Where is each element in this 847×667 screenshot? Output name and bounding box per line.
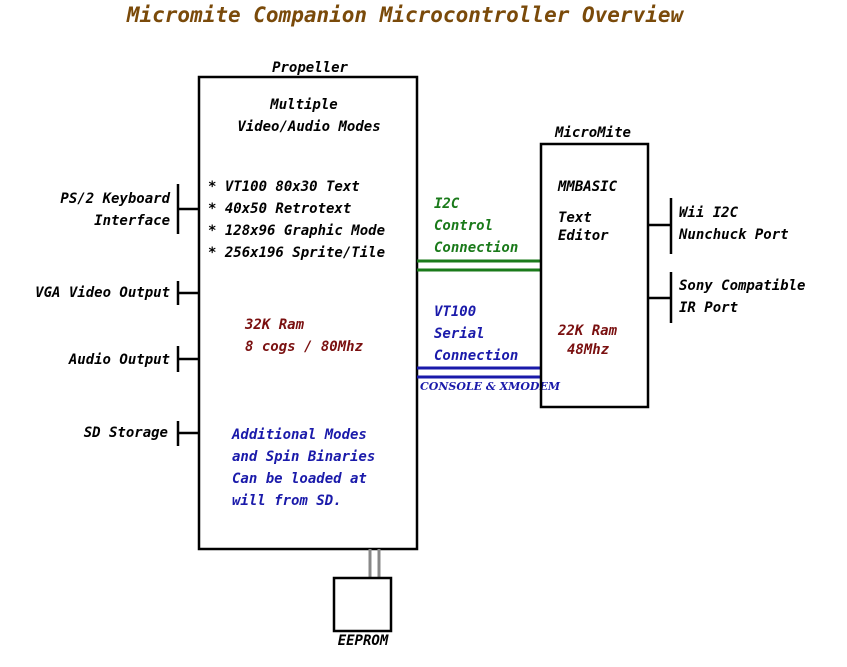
ir-port-connector xyxy=(648,272,673,323)
ps2-port-label: Interface xyxy=(94,213,170,229)
propeller-note: Additional Modes xyxy=(231,427,367,443)
micromite-editor: Editor xyxy=(558,228,609,244)
propeller-mode-item: * 128x96 Graphic Mode xyxy=(208,223,385,239)
propeller-block xyxy=(197,75,419,551)
wii-port-label: Wii I2C xyxy=(679,205,739,221)
propeller-mode-item: * 256x196 Sprite/Tile xyxy=(208,245,385,261)
ps2-port-label: PS/2 Keyboard xyxy=(60,191,170,207)
propeller-modes-heading: Video/Audio Modes xyxy=(237,119,380,135)
ir-port-label: IR Port xyxy=(679,300,738,316)
micromite-label: MicroMite xyxy=(554,125,631,141)
micromite-spec: 22K Ram xyxy=(557,323,618,339)
serial-connection-label: VT100 xyxy=(434,304,476,320)
i2c-connection-lines xyxy=(417,259,541,272)
propeller-mode-item: * 40x50 Retrotext xyxy=(208,201,351,217)
wii-port-label: Nunchuck Port xyxy=(678,227,789,243)
sd-port-connector xyxy=(176,421,199,446)
serial-connection-label: Serial xyxy=(434,326,485,342)
serial-connection-label: Connection xyxy=(434,348,518,364)
propeller-note: and Spin Binaries xyxy=(232,449,375,465)
eeprom-label: EEPROM xyxy=(338,633,389,649)
serial-connection-note: CONSOLE & XMODEM xyxy=(420,380,561,393)
ir-port-label: Sony Compatible xyxy=(679,278,805,294)
micromite-basic: MMBASIC xyxy=(557,179,618,195)
i2c-connection-label: Control xyxy=(434,218,493,234)
eeprom-block xyxy=(332,576,393,633)
propeller-note: Can be loaded at xyxy=(232,471,367,487)
micromite-editor: Text xyxy=(558,210,592,226)
propeller-spec: 8 cogs / 80Mhz xyxy=(245,339,364,355)
micromite-spec: 48Mhz xyxy=(567,342,610,358)
propeller-label: Propeller xyxy=(272,60,348,76)
serial-connection-lines xyxy=(417,366,541,379)
vga-port-label: VGA Video Output xyxy=(35,285,170,301)
i2c-connection-label: Connection xyxy=(434,240,518,256)
propeller-spec: 32K Ram xyxy=(244,317,305,333)
audio-port-connector xyxy=(176,346,199,372)
propeller-note: will from SD. xyxy=(232,493,342,509)
audio-port-label: Audio Output xyxy=(68,352,170,368)
ps2-port-connector xyxy=(176,184,199,234)
eeprom-connection-lines xyxy=(368,549,381,578)
micromite-block xyxy=(539,142,650,409)
wii-port-connector xyxy=(648,198,673,254)
i2c-connection-label: I2C xyxy=(434,196,460,212)
vga-port-connector xyxy=(176,281,199,305)
sd-port-label: SD Storage xyxy=(84,425,168,441)
diagram-title: Micromite Companion Microcontroller Over… xyxy=(126,3,685,27)
propeller-mode-item: * VT100 80x30 Text xyxy=(208,179,360,195)
propeller-modes-heading: Multiple xyxy=(269,97,337,113)
